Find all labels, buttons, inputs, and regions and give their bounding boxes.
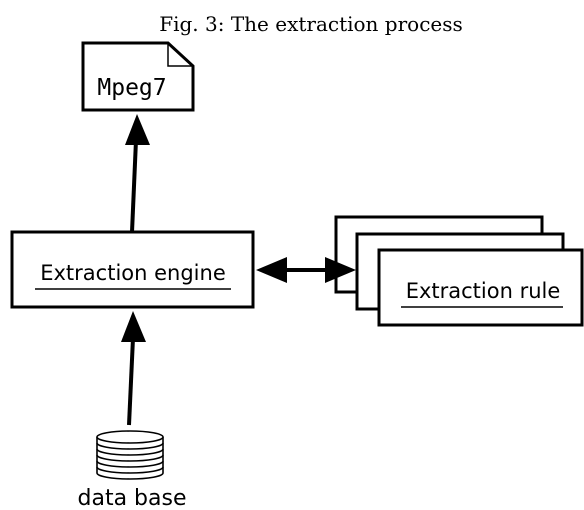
arrow-engine-to-mpeg7	[125, 114, 150, 233]
rule-card-front	[377, 248, 584, 327]
extraction-rule-label: Extraction rule	[406, 279, 561, 303]
arrow-engine-rules-bidirectional	[256, 257, 356, 283]
arrow-database-to-engine	[121, 311, 146, 426]
database-icon	[96, 430, 164, 480]
mpeg7-document-node: Mpeg7	[81, 41, 195, 112]
database-label: data base	[78, 486, 187, 510]
extraction-engine-label: Extraction engine	[40, 261, 226, 285]
database-node: data base	[78, 430, 187, 510]
document-fold	[167, 43, 193, 67]
mpeg7-label: Mpeg7	[97, 75, 166, 101]
document-icon	[81, 41, 195, 112]
extraction-engine-node: Extraction engine	[10, 230, 255, 309]
extraction-rule-stack: Extraction rule	[334, 215, 584, 327]
figure-caption: Fig. 3: The extraction process	[159, 12, 463, 36]
